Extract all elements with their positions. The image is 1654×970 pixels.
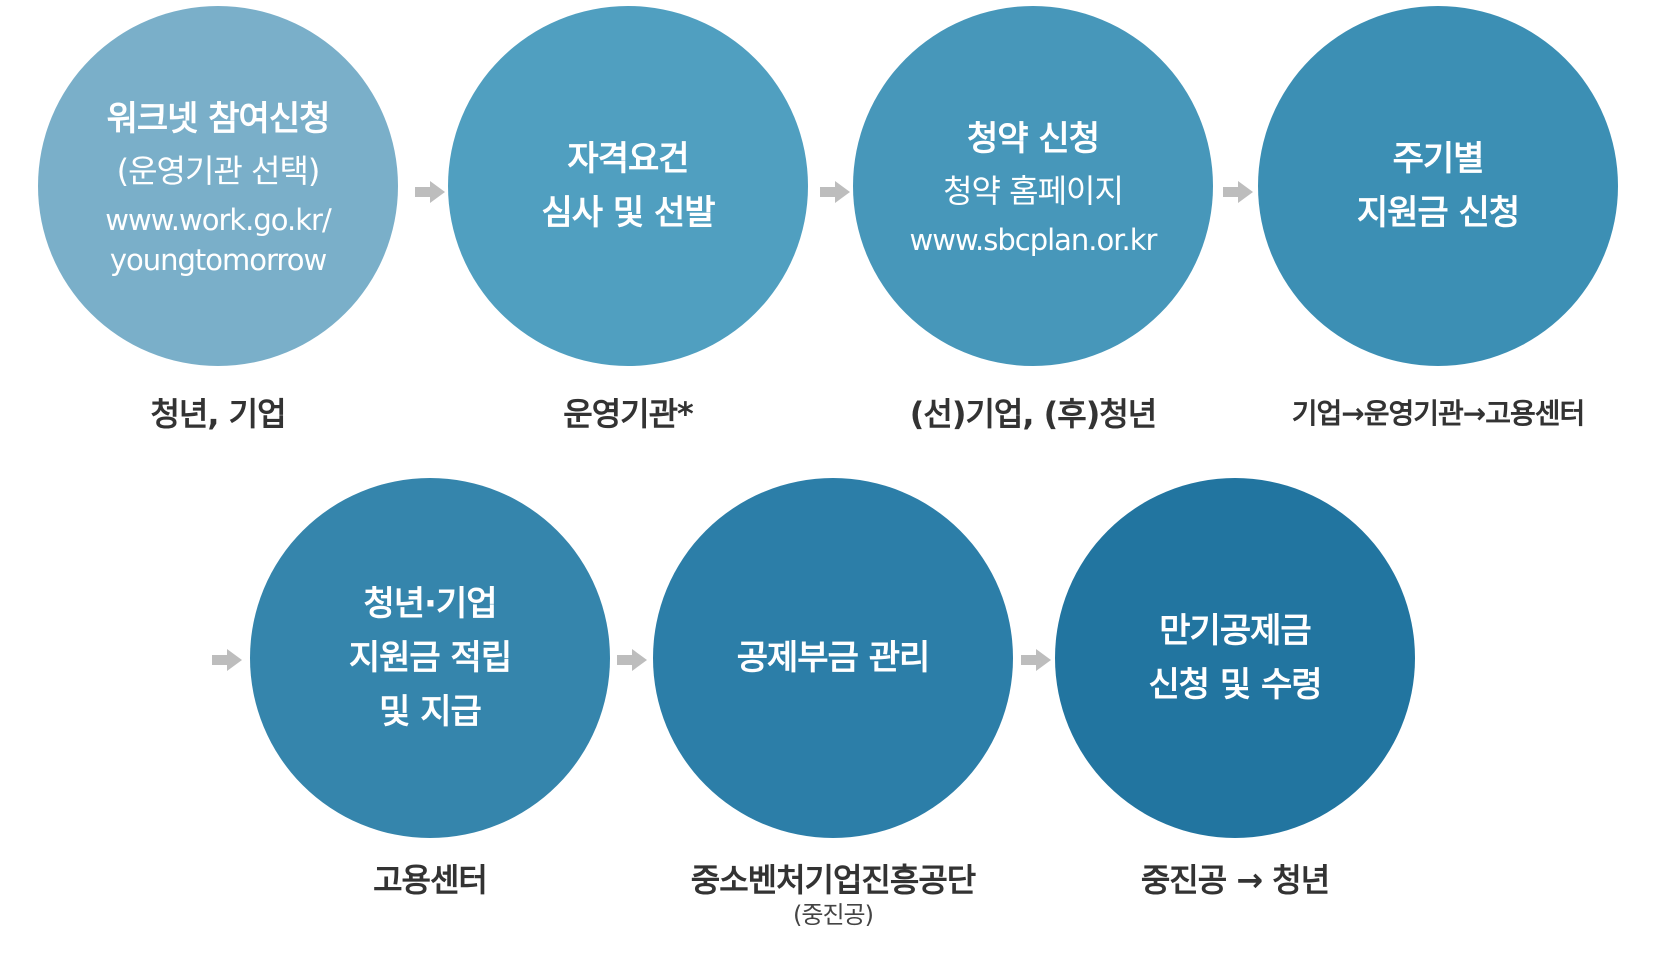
step-1-sub: (운영기관 선택) xyxy=(116,152,321,190)
step-2-circle: 자격요건 심사 및 선발 xyxy=(448,6,808,366)
step-1-circle: 워크넷 참여신청 (운영기관 선택) www.work.go.kr/ young… xyxy=(38,6,398,366)
step-6-title: 공제부금 관리 xyxy=(736,638,931,678)
step-3-label: (선)기업, (후)청년 xyxy=(909,395,1157,433)
arrow-right-icon xyxy=(415,181,445,203)
step-6-label-note: (중진공) xyxy=(793,901,874,929)
step-3-circle: 청약 신청 청약 홈페이지 www.sbcplan.or.kr xyxy=(853,6,1213,366)
step-7-title: 만기공제금 신청 및 수령 xyxy=(1148,611,1322,705)
arrow-right-icon xyxy=(1223,181,1253,203)
step-7-label: 중진공 → 청년 xyxy=(1140,861,1330,899)
step-1-url: www.work.go.kr/ youngtomorrow xyxy=(105,203,331,277)
arrow-right-icon xyxy=(212,649,242,671)
step-4-label: 기업→운영기관→고용센터 xyxy=(1291,397,1586,430)
arrow-right-icon xyxy=(1021,649,1051,671)
step-6-circle: 공제부금 관리 xyxy=(653,478,1013,838)
step-4-circle: 주기별 지원금 신청 xyxy=(1258,6,1618,366)
step-1-title: 워크넷 참여신청 xyxy=(106,99,331,139)
step-3-sub: 청약 홈페이지 xyxy=(943,172,1124,210)
step-3-url: www.sbcplan.or.kr xyxy=(909,223,1158,257)
step-6-label: 중소벤처기업진흥공단 (중진공) xyxy=(643,860,1023,930)
step-7-circle: 만기공제금 신청 및 수령 xyxy=(1055,478,1415,838)
arrow-right-icon xyxy=(617,649,647,671)
step-4-title: 주기별 지원금 신청 xyxy=(1356,139,1520,233)
step-6-label-text: 중소벤처기업진흥공단 xyxy=(690,861,976,899)
step-3-title: 청약 신청 xyxy=(967,119,1100,159)
step-2-label: 운영기관* xyxy=(563,395,694,433)
step-5-label: 고용센터 xyxy=(373,861,488,899)
step-1-label: 청년, 기업 xyxy=(150,395,286,433)
step-2-title: 자격요건 심사 및 선발 xyxy=(541,139,715,233)
arrow-right-icon xyxy=(820,181,850,203)
step-5-circle: 청년·기업 지원금 적립 및 지급 xyxy=(250,478,610,838)
step-5-title: 청년·기업 지원금 적립 및 지급 xyxy=(348,584,512,732)
